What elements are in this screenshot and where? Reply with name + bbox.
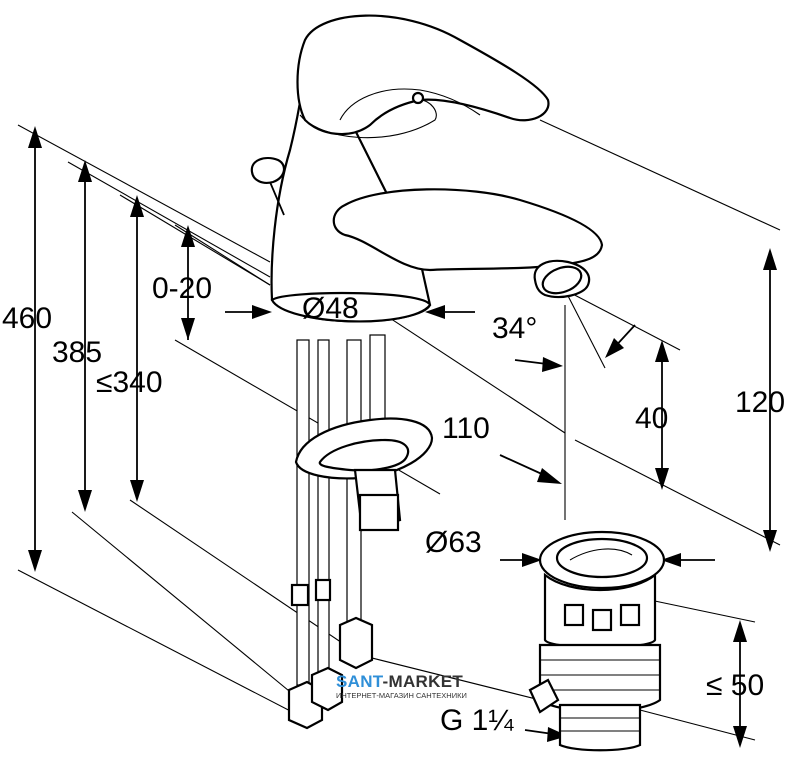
dim-waste-diameter: Ø63 — [425, 526, 482, 559]
dim-clearance: 40 — [635, 402, 668, 435]
dim-reach: 110 — [442, 412, 490, 445]
dimension-labels: 460 385 ≤340 0-20 Ø48 34° 110 40 120 Ø63… — [2, 272, 785, 737]
dim-460: 460 — [2, 302, 52, 335]
watermark-logo: SANT-MARKET ИНТЕРНЕТ-МАГАЗИН САНТЕХНИКИ — [336, 672, 467, 700]
watermark-brand: SANT-MARKET — [336, 672, 467, 692]
dim-thread: G 1¼ — [440, 704, 514, 737]
mounting-bracket — [294, 417, 434, 532]
watermark-brand-part1: SANT — [336, 672, 383, 691]
watermark-brand-part2: -MARKET — [382, 672, 464, 691]
watermark-subtitle: ИНТЕРНЕТ-МАГАЗИН САНТЕХНИКИ — [336, 691, 467, 700]
dim-spout-height: 120 — [735, 386, 785, 419]
dim-340: ≤340 — [96, 366, 163, 399]
dim-angle: 34° — [492, 312, 537, 345]
dimension-arrows — [28, 126, 777, 748]
dim-waste-depth: ≤ 50 — [706, 669, 764, 702]
supply-hoses — [287, 334, 386, 730]
popup-waste — [528, 530, 666, 752]
dim-385: 385 — [52, 336, 102, 369]
dim-lift-range: 0-20 — [152, 272, 212, 305]
faucet-body — [250, 14, 604, 323]
dim-base-diameter: Ø48 — [302, 292, 359, 325]
